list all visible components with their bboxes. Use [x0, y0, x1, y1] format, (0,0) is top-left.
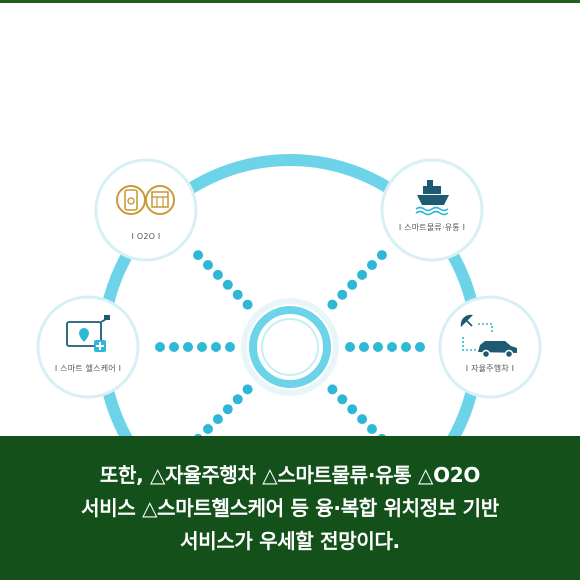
- connector-autonomous-driving-dot: [387, 342, 397, 352]
- caption-line-3: 서비스가 우세할 전망이다.: [180, 528, 400, 553]
- center-ring-icon: [249, 306, 331, 388]
- connector-autonomous-driving-dot: [401, 342, 411, 352]
- connector-smart-healthcare-dot: [155, 342, 165, 352]
- satellite-car-icon: [460, 314, 517, 359]
- connector-autonomous-driving-dot: [359, 342, 369, 352]
- connector-o2o-dot: [203, 260, 213, 270]
- cargo-ship-icon: [415, 180, 449, 216]
- center-hub: [241, 298, 339, 396]
- connector-smart-logistics-dot: [327, 299, 338, 310]
- monitor-location-medical-icon: [66, 315, 110, 352]
- connector-lower-right-dot: [357, 414, 368, 425]
- connector-smart-logistics-dot: [376, 250, 387, 261]
- node-smart-logistics: [380, 158, 484, 262]
- connector-lower-left-dot: [222, 404, 233, 415]
- connector-smart-healthcare-dot: [211, 342, 221, 352]
- connector-lower-left-dot: [203, 424, 213, 434]
- connector-lower-right-dot: [347, 404, 358, 415]
- connector-o2o-dot: [212, 269, 223, 280]
- node-autonomous-driving: [438, 295, 542, 399]
- connector-autonomous-driving-dot: [373, 342, 383, 352]
- connector-smart-healthcare-dot: [169, 342, 179, 352]
- connector-autonomous-driving-dot: [345, 342, 355, 352]
- node-smart-healthcare: [36, 295, 140, 399]
- connector-o2o-dot: [232, 289, 243, 300]
- connector-lower-left-dot: [212, 414, 223, 425]
- autonomous-driving-label: I 자율주행차 I: [465, 364, 515, 373]
- connector-o2o-dot: [222, 279, 233, 290]
- connector-smart-logistics-dot: [357, 269, 368, 280]
- connector-o2o-dot: [242, 299, 253, 310]
- node-o2o: [94, 158, 198, 262]
- connector-o2o-dot: [193, 250, 204, 261]
- connector-autonomous-driving-dot: [415, 342, 425, 352]
- connector-lower-right-dot: [337, 394, 348, 405]
- connector-smart-logistics-dot: [367, 260, 377, 270]
- caption-panel: 또한, △자율주행차 △스마트물류·유통 △O2O 서비스 △스마트헬스케어 등…: [0, 436, 580, 580]
- connector-smart-healthcare-dot: [183, 342, 193, 352]
- caption-line-1: 또한, △자율주행차 △스마트물류·유통 △O2O: [99, 462, 481, 487]
- connector-smart-healthcare-dot: [225, 342, 235, 352]
- connector-lower-left-dot: [232, 394, 243, 405]
- smartphone-store-icon: [116, 185, 175, 215]
- caption-line-2: 서비스 △스마트헬스케어 등 융·복합 위치정보 기반: [81, 495, 499, 520]
- connector-lower-right-dot: [327, 384, 338, 395]
- smart-logistics-label: I 스마트물류·유통 I: [398, 223, 466, 232]
- connector-smart-logistics-dot: [347, 279, 358, 290]
- connector-smart-healthcare-dot: [197, 342, 207, 352]
- connector-lower-right-dot: [367, 424, 377, 434]
- connector-lower-left-dot: [242, 384, 253, 395]
- smart-healthcare-label: I 스마트 헬스케어 I: [54, 364, 122, 373]
- connector-smart-logistics-dot: [337, 289, 348, 300]
- o2o-label: I O2O I: [131, 232, 161, 241]
- top-border: [0, 0, 580, 3]
